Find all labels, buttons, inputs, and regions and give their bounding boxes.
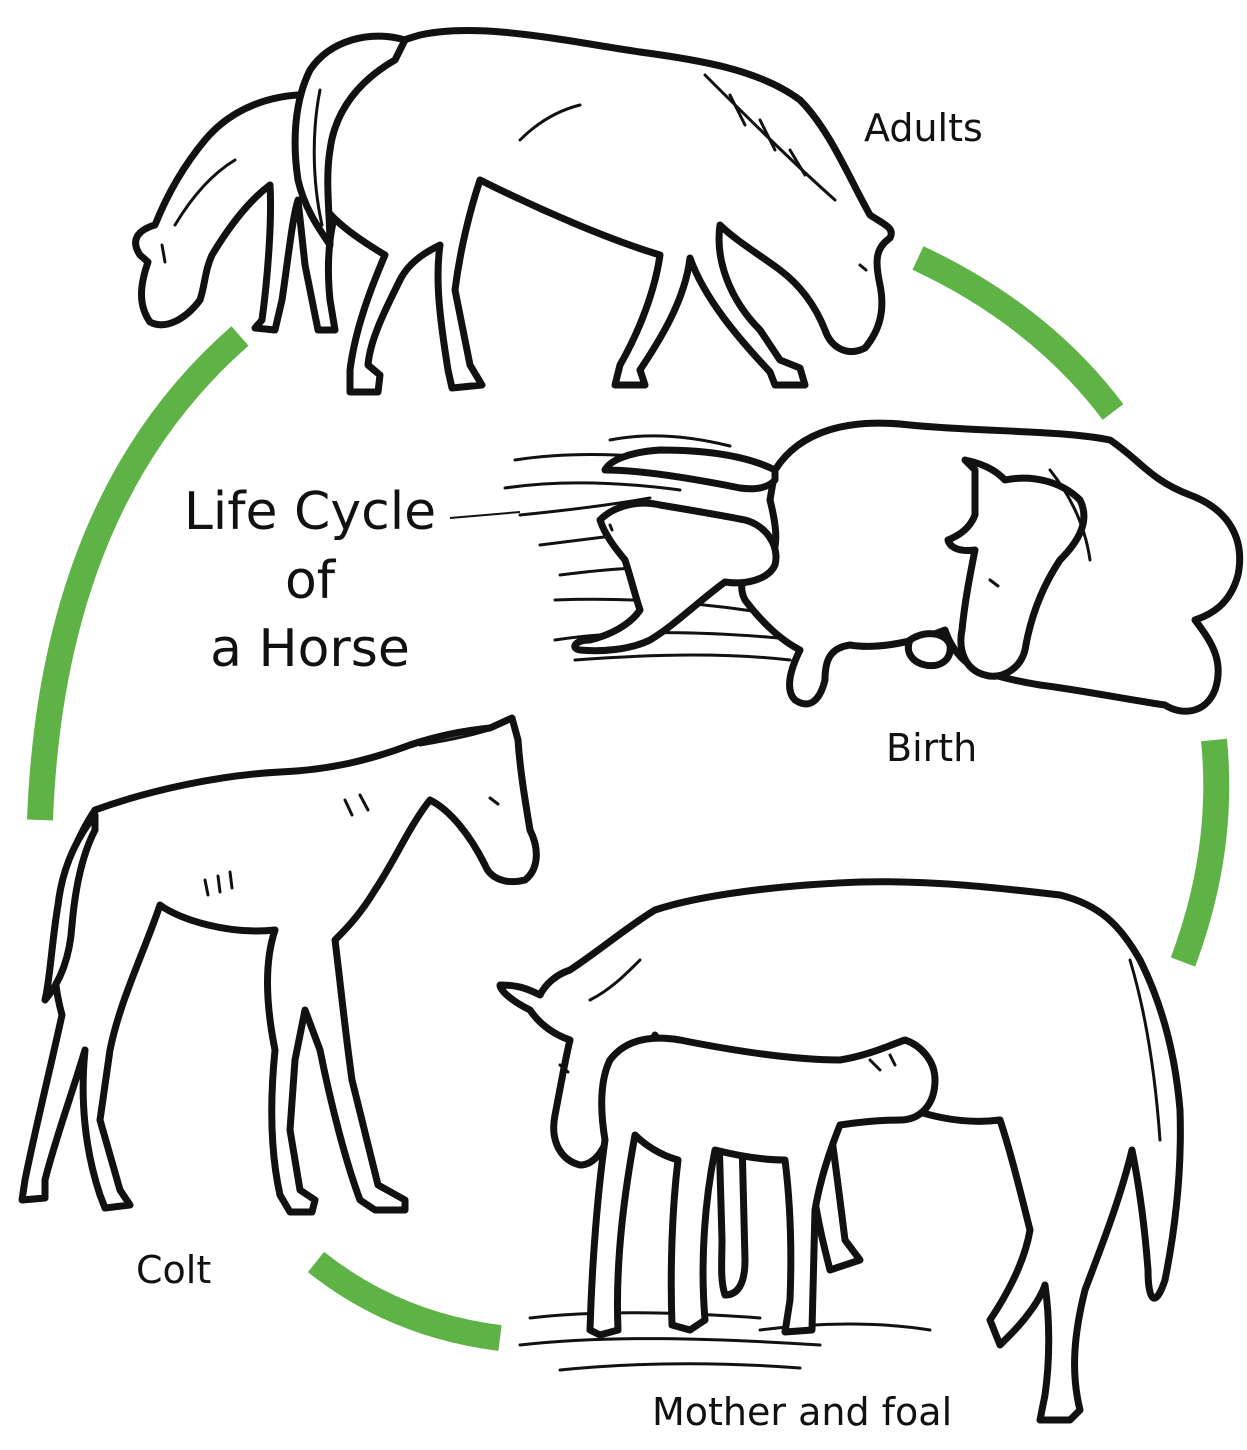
stage-label-birth: Birth <box>886 726 977 770</box>
stage-label-colt: Colt <box>136 1248 211 1292</box>
title-line-3: a Horse <box>160 615 460 684</box>
cycle-arc-birth-to-mother <box>1183 740 1216 962</box>
cycle-arc-adults-to-birth <box>918 258 1113 412</box>
stage-label-mother-and-foal: Mother and foal <box>652 1390 952 1434</box>
mare-giving-birth-illustration <box>505 423 1240 711</box>
diagram-title: Life Cycle of a Horse <box>160 478 460 684</box>
adult-horses-illustration <box>136 30 892 392</box>
mare-nursing-foal-illustration <box>500 882 1180 1420</box>
cycle-arc-mother-to-colt <box>316 1262 500 1338</box>
title-line-1: Life Cycle <box>160 478 460 547</box>
ground-grass <box>520 1313 930 1370</box>
title-line-2: of <box>160 547 460 616</box>
stage-label-adults: Adults <box>864 106 983 150</box>
colt-illustration <box>22 718 536 1212</box>
